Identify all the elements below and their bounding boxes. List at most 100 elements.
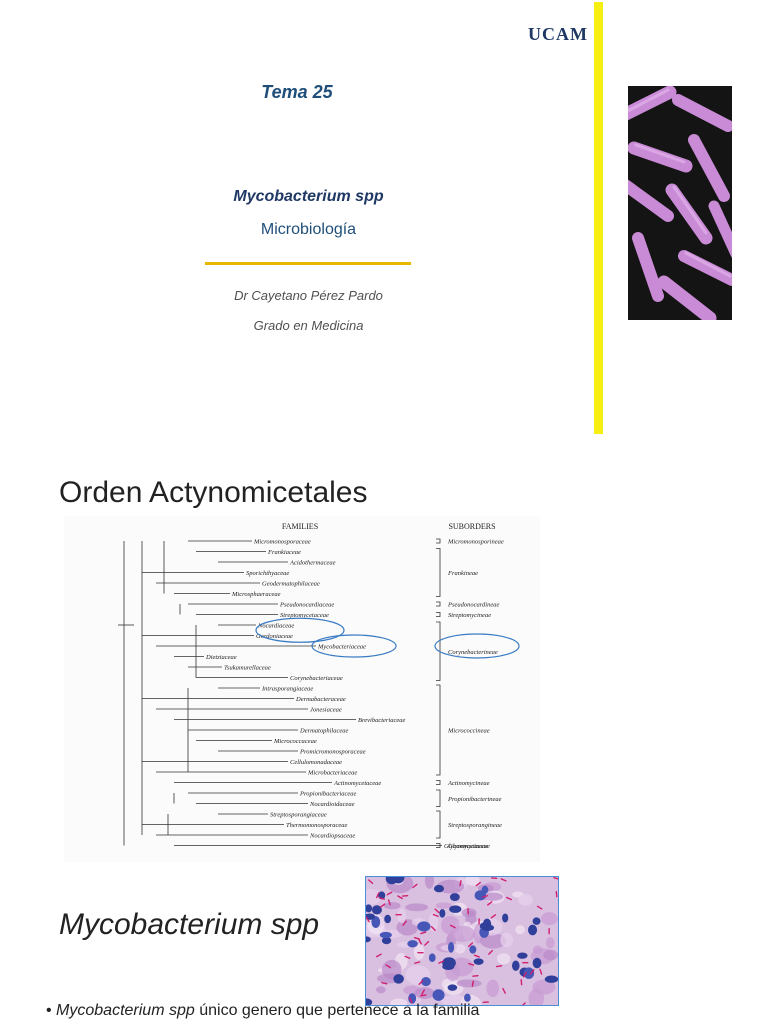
tissue-patch bbox=[424, 877, 435, 889]
tissue-patch bbox=[436, 879, 465, 894]
family-label: Micrococcaceae bbox=[273, 738, 317, 745]
suborder-bracket bbox=[436, 684, 441, 776]
tissue-patch bbox=[375, 986, 386, 994]
acid-fast-bacillus bbox=[404, 955, 411, 959]
family-label: Nocardiaceae bbox=[257, 623, 294, 630]
family-label: Brevibacteriaceae bbox=[358, 717, 406, 724]
tissue-patch bbox=[397, 908, 407, 924]
cell-nucleus bbox=[371, 916, 381, 928]
acid-fast-bacillus bbox=[386, 891, 393, 896]
tissue-patch bbox=[541, 912, 558, 926]
family-label: Tsukamurellaceae bbox=[224, 665, 271, 672]
suborder-bracket bbox=[436, 789, 441, 807]
divider-line bbox=[205, 262, 411, 265]
topic-number: Tema 25 bbox=[261, 82, 333, 102]
suborder-label: Actinomycineae bbox=[447, 780, 490, 787]
tissue-patch bbox=[413, 943, 425, 960]
acid-fast-bacillus bbox=[434, 908, 440, 914]
suborder-bracket bbox=[436, 780, 441, 785]
acid-fast-bacillus bbox=[500, 878, 507, 882]
cell-nucleus bbox=[385, 877, 398, 885]
cell-nucleus bbox=[433, 884, 445, 893]
acid-fast-bacillus bbox=[481, 895, 489, 898]
acid-fast-bacillus bbox=[475, 881, 481, 887]
acid-fast-bacillus bbox=[381, 982, 388, 985]
tissue-patch bbox=[496, 953, 511, 965]
course-name: Microbiología bbox=[260, 221, 357, 238]
cell-nucleus bbox=[428, 953, 436, 963]
highlight-nocardiaceae-gordoniaceae bbox=[255, 617, 345, 643]
family-label: Dermabacteraceae bbox=[295, 696, 346, 703]
suborders-header: SUBORDERS bbox=[448, 522, 495, 531]
bullet-point: • Mycobacterium spp único genero que per… bbox=[46, 1002, 480, 1019]
family-label: Actinomycetaceae bbox=[333, 780, 381, 787]
bacteria-micrograph bbox=[628, 86, 732, 320]
tissue-patch bbox=[481, 892, 504, 901]
acid-fast-bacillus bbox=[420, 994, 427, 997]
cell-nucleus bbox=[384, 914, 392, 924]
acid-fast-bacillus bbox=[553, 877, 558, 880]
cell-nucleus bbox=[528, 924, 538, 936]
acid-fast-bacillus bbox=[420, 931, 427, 935]
family-label: Micromonosporaceae bbox=[253, 539, 311, 546]
family-label: Gordoniaceae bbox=[256, 633, 293, 640]
family-label: Corynebacteriaceae bbox=[290, 675, 343, 682]
family-label: Cellulomonadaceae bbox=[290, 759, 342, 766]
suborder-bracket bbox=[436, 810, 441, 839]
suborder-label: Micrococcineae bbox=[447, 728, 490, 735]
tissue-patch bbox=[456, 979, 482, 988]
suborder-bracket bbox=[436, 601, 441, 607]
bullet-italic: Mycobacterium spp bbox=[56, 1002, 195, 1019]
acid-fast-bacillus bbox=[375, 953, 382, 958]
suborder-bracket bbox=[436, 843, 441, 848]
cell-nucleus bbox=[523, 967, 535, 979]
family-label: Geodermatophilaceae bbox=[262, 581, 320, 588]
phylogenetic-tree: FAMILIES SUBORDERS MicromonosporaceaeFra… bbox=[118, 522, 520, 850]
family-label: Microbacteriaceae bbox=[307, 770, 357, 777]
bullet-text: único genero que pertenece a la familia bbox=[194, 1002, 480, 1019]
ucam-logo-text: UCAM bbox=[528, 24, 588, 44]
acid-fast-bacillus bbox=[418, 979, 424, 985]
cell-nucleus bbox=[407, 940, 418, 948]
acid-fast-bacillus bbox=[387, 899, 391, 906]
cell-nucleus bbox=[532, 917, 541, 925]
acid-fast-bacillus bbox=[412, 883, 418, 889]
cell-nucleus bbox=[449, 893, 460, 901]
cell-nucleus bbox=[381, 936, 392, 945]
acid-fast-bacillus bbox=[502, 987, 506, 994]
tissue-patch bbox=[449, 925, 476, 942]
acid-fast-bacillus bbox=[421, 989, 425, 996]
tissue-patch bbox=[405, 903, 429, 912]
acid-fast-bacillus bbox=[468, 962, 475, 966]
suborder-bracket bbox=[436, 612, 441, 617]
suborder-label: Streptomycineae bbox=[448, 612, 491, 619]
cell-nucleus bbox=[393, 974, 404, 984]
tissue-patch bbox=[515, 925, 525, 935]
acid-fast-bacillus bbox=[473, 954, 480, 958]
cell-nucleus bbox=[366, 913, 376, 920]
family-label: Dietziaceae bbox=[205, 654, 237, 661]
family-label: Microsphaeraceae bbox=[231, 591, 281, 598]
cell-nucleus bbox=[366, 904, 373, 913]
tissue-patch bbox=[383, 902, 401, 910]
suborder-label: Propionibacterineae bbox=[447, 796, 502, 803]
cell-nucleus bbox=[408, 993, 417, 1004]
tissue-patch bbox=[543, 949, 558, 961]
cell-nucleus bbox=[448, 941, 455, 953]
family-label: Thermomonosporaceae bbox=[286, 822, 347, 829]
family-label: Streptomycetaceae bbox=[280, 612, 329, 619]
tissue-patch bbox=[545, 937, 555, 949]
tissue-patch bbox=[390, 998, 408, 1005]
family-label: Nocardiopsaceae bbox=[309, 833, 355, 840]
acid-fast-bacillus bbox=[379, 903, 386, 908]
suborder-label: Streptosporangineae bbox=[448, 822, 502, 829]
acid-fast-bacillus bbox=[438, 960, 445, 964]
families-header: FAMILIES bbox=[282, 522, 318, 531]
acid-fast-bacillus bbox=[506, 896, 512, 901]
cell-nucleus bbox=[464, 993, 471, 1002]
tissue-patch bbox=[435, 902, 452, 909]
acid-fast-bacillus bbox=[471, 980, 474, 987]
acid-fast-bacillus bbox=[495, 965, 503, 968]
cell-nucleus bbox=[432, 989, 445, 1001]
suborder-label: Corynebacterineae bbox=[448, 649, 498, 656]
